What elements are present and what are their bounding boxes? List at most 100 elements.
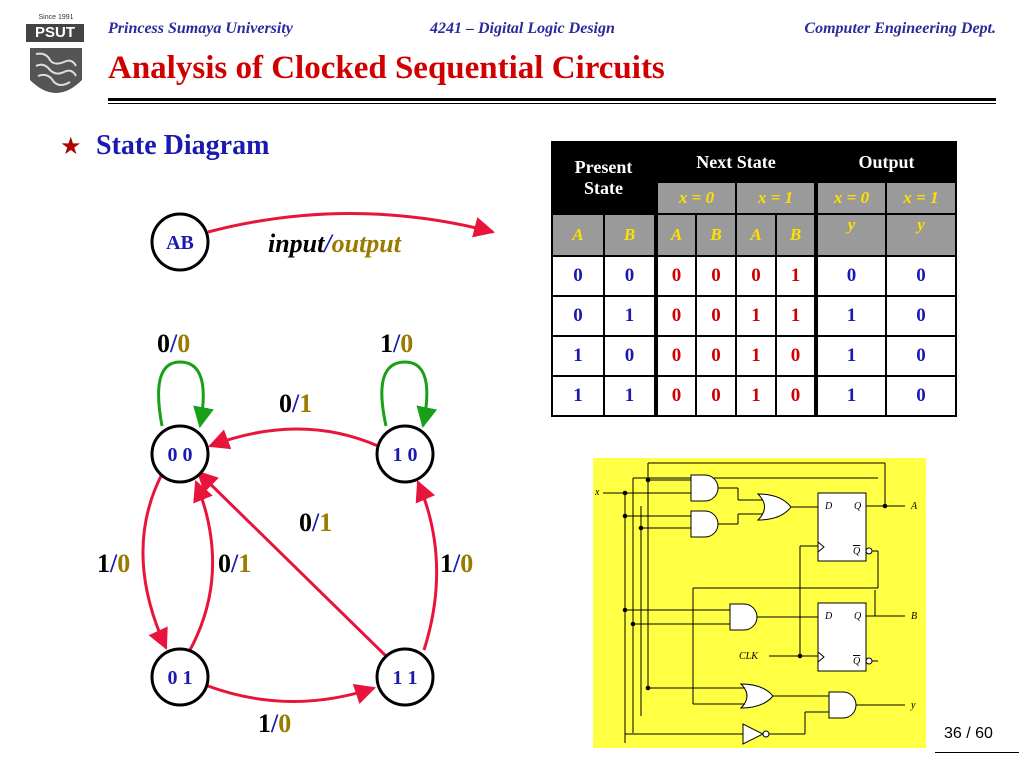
title-rule-thick bbox=[108, 98, 996, 101]
page-number: 36 / 60 bbox=[944, 725, 993, 742]
cell-ns0-a: 0 bbox=[654, 295, 697, 337]
th-ps-b: B bbox=[603, 213, 657, 257]
cell-ps-b: 1 bbox=[603, 375, 657, 417]
cell-ns0-a: 0 bbox=[654, 375, 697, 417]
cell-y1: 0 bbox=[885, 295, 957, 337]
circuit-x-label: x bbox=[594, 487, 600, 498]
circuit-clk-label: CLK bbox=[739, 651, 759, 662]
th-output: Output bbox=[814, 141, 957, 183]
cell-ps-b: 0 bbox=[603, 255, 657, 297]
edge-s01-s00 bbox=[188, 480, 215, 651]
legend-slash: / bbox=[322, 229, 334, 258]
label-s00-loop: 0/0 bbox=[157, 329, 190, 358]
th-present-state-line1: Present bbox=[574, 157, 633, 177]
label-s01-s11: 1/0 bbox=[258, 709, 291, 738]
label-s00-s01: 1/0 bbox=[97, 549, 130, 578]
label-s01-s00: 0/1 bbox=[218, 549, 251, 578]
cell-y0: 1 bbox=[814, 375, 887, 417]
state-node-00 bbox=[150, 424, 210, 484]
cell-ns0-b: 0 bbox=[695, 255, 737, 297]
star-bullet-icon: ★ bbox=[60, 134, 82, 160]
state-node-11 bbox=[375, 647, 435, 707]
cell-ns0-a: 0 bbox=[654, 335, 697, 377]
label-s10-s00: 0/1 bbox=[279, 389, 312, 418]
cell-ns0-b: 0 bbox=[695, 335, 737, 377]
legend-node-label: AB bbox=[166, 232, 194, 254]
page-rule bbox=[935, 752, 1019, 753]
circuit-b-label: B bbox=[911, 611, 917, 622]
th-ns0-b: B bbox=[695, 213, 737, 257]
table-row: 1 0 0 0 1 0 1 0 bbox=[551, 335, 957, 377]
cell-y1: 0 bbox=[885, 255, 957, 297]
cell-ps-b: 0 bbox=[603, 335, 657, 377]
th-ns1-a: A bbox=[735, 213, 777, 257]
cell-ns0-b: 0 bbox=[695, 375, 737, 417]
dff-b-qbar-label: Q bbox=[853, 656, 861, 667]
table-row: 0 0 0 0 0 1 0 0 bbox=[551, 255, 957, 297]
cell-ns1-b: 1 bbox=[775, 295, 817, 337]
legend-input: input bbox=[268, 229, 325, 258]
edge-s10-s00 bbox=[208, 427, 379, 450]
dff-b-d-label: D bbox=[824, 611, 833, 622]
edge-s11-s10 bbox=[415, 480, 439, 651]
state-label-00: 0 0 bbox=[168, 444, 193, 466]
label-s11-s00: 0/1 bbox=[299, 508, 332, 537]
cell-ns0-a: 0 bbox=[654, 255, 697, 297]
header-course: 4241 – Digital Logic Design bbox=[430, 20, 615, 37]
th-ps-a: A bbox=[551, 213, 605, 257]
state-label-01: 0 1 bbox=[168, 667, 193, 689]
psut-logo: Since 1991 PSUT bbox=[20, 14, 92, 106]
circuit-a-label: A bbox=[910, 501, 918, 512]
legend-node-circle bbox=[150, 212, 210, 272]
cell-ns1-a: 1 bbox=[735, 295, 777, 337]
cell-ns1-a: 1 bbox=[735, 375, 777, 417]
cell-ns1-a: 1 bbox=[735, 335, 777, 377]
th-ns0-a: A bbox=[654, 213, 697, 257]
table-row: 0 1 0 0 1 1 1 0 bbox=[551, 295, 957, 337]
th-out-x1: x = 1 bbox=[885, 181, 957, 215]
legend-text: input/output bbox=[268, 229, 402, 258]
table-row: 1 1 0 0 1 0 1 0 bbox=[551, 375, 957, 417]
label-s11-s10: 1/0 bbox=[440, 549, 473, 578]
th-out0-y: y bbox=[814, 213, 887, 257]
header-department: Computer Engineering Dept. bbox=[804, 20, 996, 37]
logo-since-text: Since 1991 bbox=[38, 14, 74, 21]
logo-name-text: PSUT bbox=[26, 24, 84, 42]
edge-s11-s00 bbox=[196, 470, 390, 660]
state-label-11: 1 1 bbox=[393, 667, 418, 689]
state-diagram: AB input/output 0 0 1 0 0 1 1 1 0/0 1/0 … bbox=[97, 212, 496, 738]
th-next-x1: x = 1 bbox=[735, 181, 817, 215]
cell-y0: 1 bbox=[814, 295, 887, 337]
th-next-x0: x = 0 bbox=[654, 181, 737, 215]
th-ns1-b: B bbox=[775, 213, 817, 257]
cell-ns0-b: 0 bbox=[695, 295, 737, 337]
cell-y0: 1 bbox=[814, 335, 887, 377]
edge-s01-s11 bbox=[207, 684, 376, 704]
dff-a-qbar-label: Q bbox=[853, 546, 861, 557]
header-university: Princess Sumaya University bbox=[108, 20, 293, 37]
cell-ns1-b: 1 bbox=[775, 255, 817, 297]
cell-ps-b: 1 bbox=[603, 295, 657, 337]
circuit-schematic: x D Q Q A D Q Q B CLK y bbox=[594, 462, 918, 745]
cell-ns1-b: 0 bbox=[775, 335, 817, 377]
loop-s00 bbox=[157, 360, 214, 429]
legend-arrow bbox=[207, 212, 496, 238]
logo-emblem-icon bbox=[30, 48, 82, 93]
logic-circuit: x D Q Q A D Q Q B CLK y bbox=[593, 458, 926, 748]
dff-a-q-label: Q bbox=[854, 501, 862, 512]
th-present-state-line2: State bbox=[584, 178, 623, 198]
th-present-state: Present State bbox=[551, 141, 657, 215]
state-label-10: 1 0 bbox=[393, 444, 418, 466]
cell-ns1-a: 0 bbox=[735, 255, 777, 297]
cell-y1: 0 bbox=[885, 335, 957, 377]
state-table: Present State Next State Output x = 0 x … bbox=[551, 141, 957, 417]
th-out-x0: x = 0 bbox=[814, 181, 887, 215]
state-node-10 bbox=[375, 424, 435, 484]
title-rule-thin bbox=[108, 103, 996, 104]
edge-s00-s01 bbox=[141, 473, 168, 650]
loop-s10 bbox=[380, 360, 438, 429]
cell-y0: 0 bbox=[814, 255, 887, 297]
cell-ns1-b: 0 bbox=[775, 375, 817, 417]
dff-b-q-label: Q bbox=[854, 611, 862, 622]
cell-y1: 0 bbox=[885, 375, 957, 417]
